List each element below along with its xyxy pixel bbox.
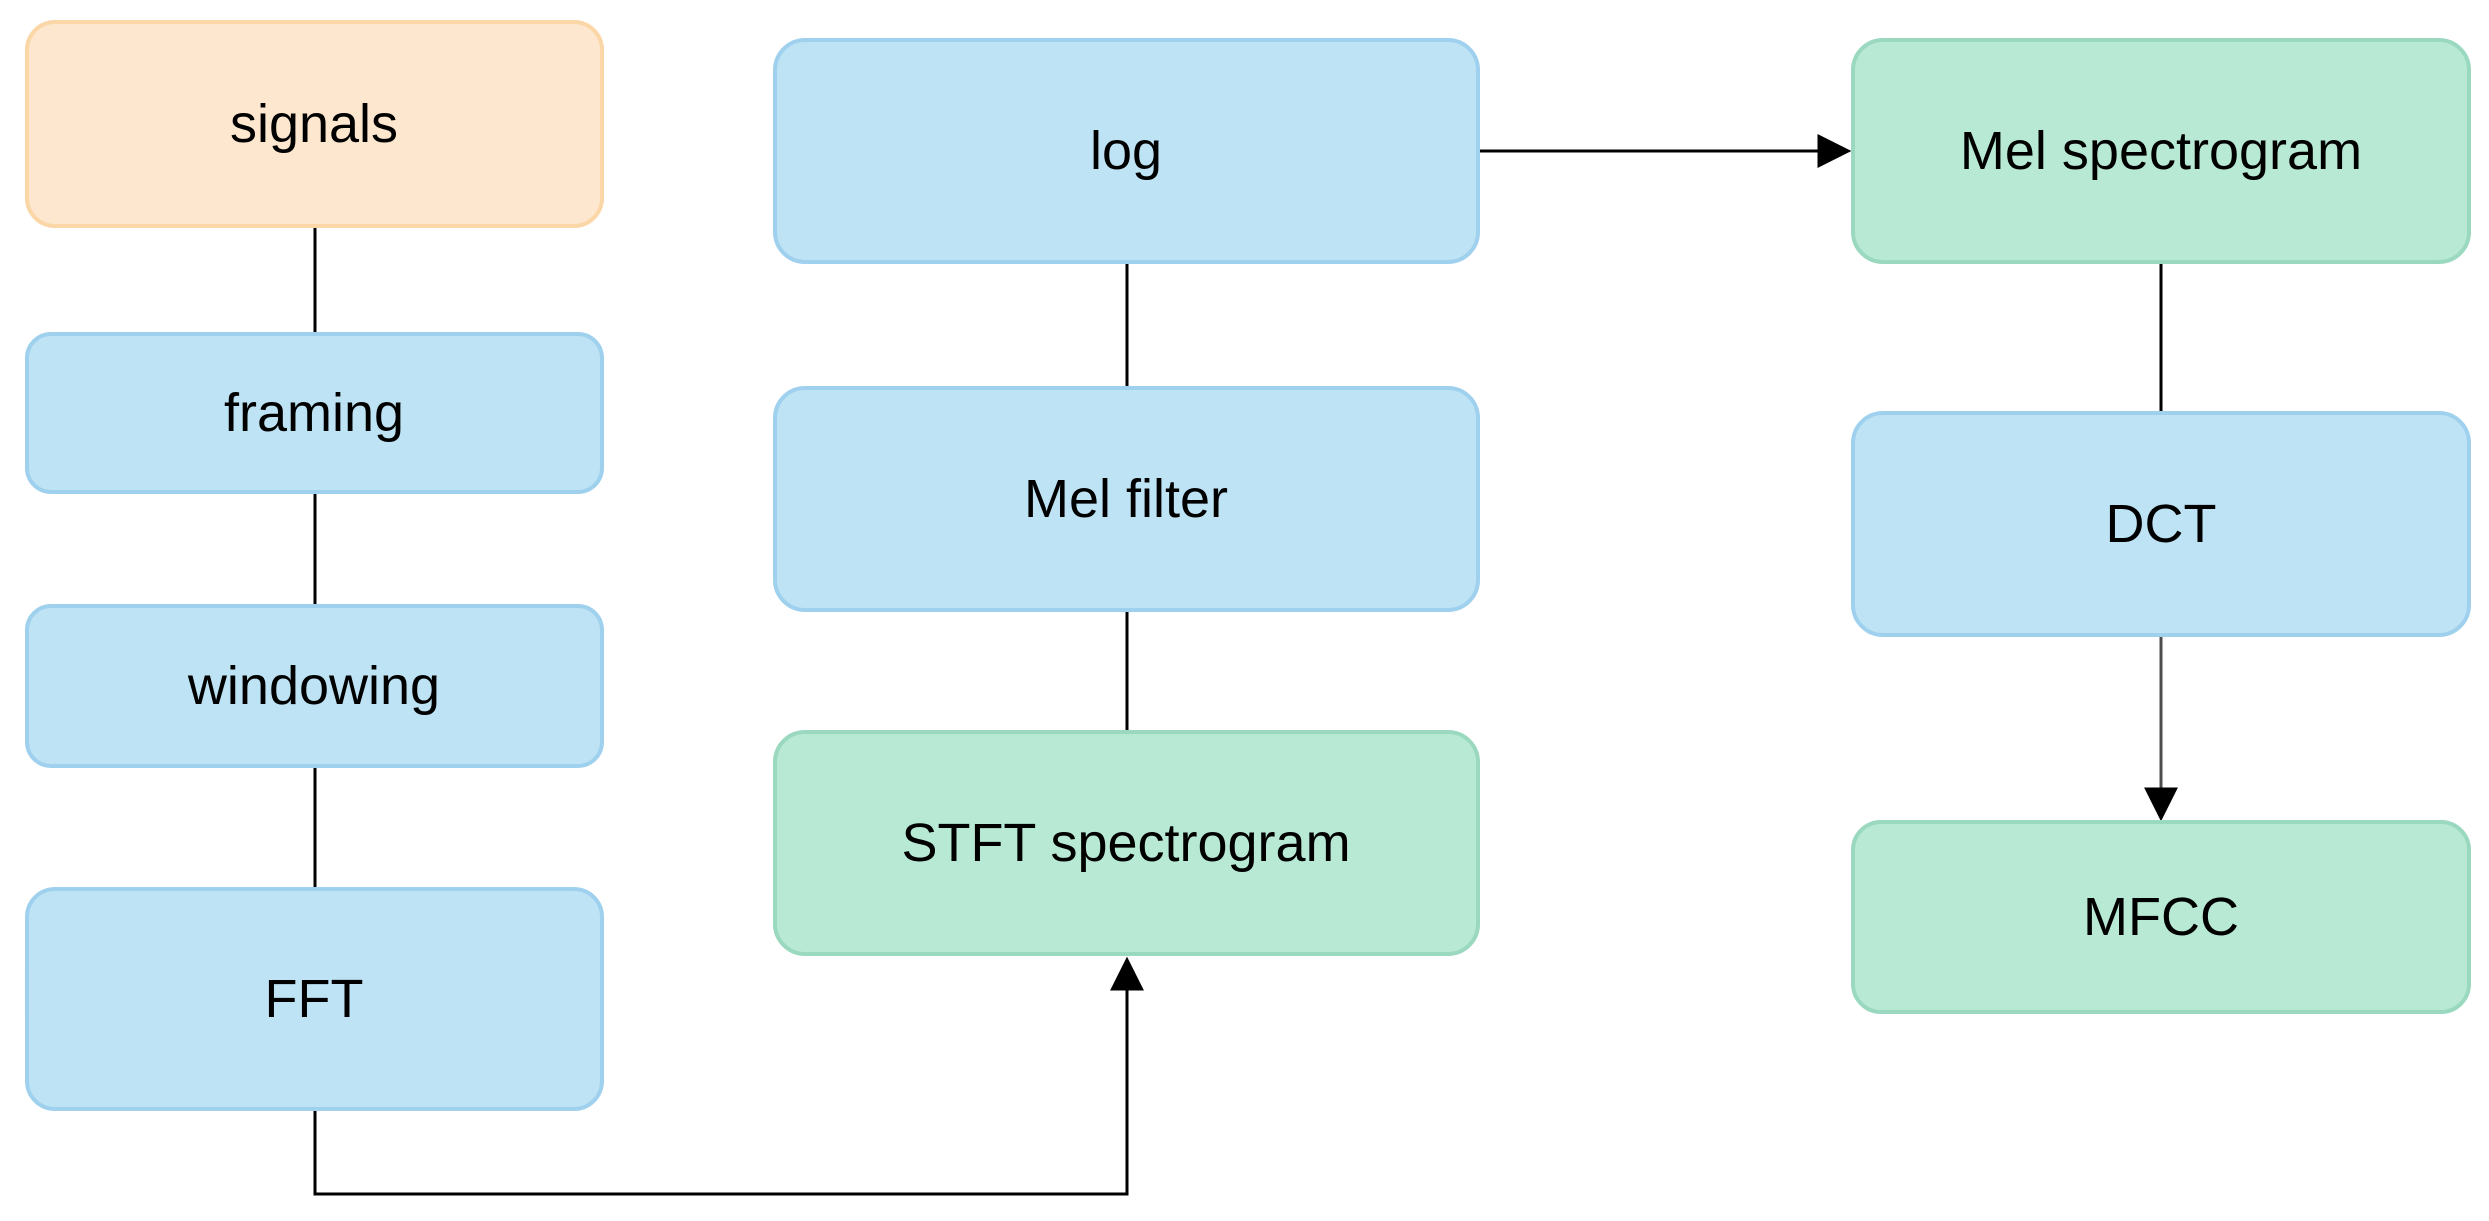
node-signals-label: signals (230, 94, 398, 154)
edge-fft-stft (313, 956, 1144, 1196)
node-fft-label: FFT (265, 969, 364, 1029)
node-windowing: windowing (25, 604, 604, 768)
node-mel-spectrogram-label: Mel spectrogram (1960, 121, 2362, 181)
node-framing-label: framing (224, 383, 404, 443)
node-windowing-label: windowing (187, 656, 440, 716)
node-dct: DCT (1851, 411, 2471, 637)
node-fft: FFT (25, 887, 604, 1111)
node-mfcc-label: MFCC (2083, 887, 2239, 947)
node-dct-label: DCT (2106, 494, 2217, 554)
node-mfcc: MFCC (1851, 820, 2471, 1014)
node-stft-spectrogram-label: STFT spectrogram (901, 813, 1350, 873)
node-stft-spectrogram: STFT spectrogram (773, 730, 1480, 956)
node-framing: framing (25, 332, 604, 494)
node-mel-filter-label: Mel filter (1024, 469, 1228, 529)
node-log: log (773, 38, 1480, 264)
node-mel-filter: Mel filter (773, 386, 1480, 612)
node-signals: signals (25, 20, 604, 228)
node-log-label: log (1090, 121, 1162, 181)
node-mel-spectrogram: Mel spectrogram (1851, 38, 2471, 264)
